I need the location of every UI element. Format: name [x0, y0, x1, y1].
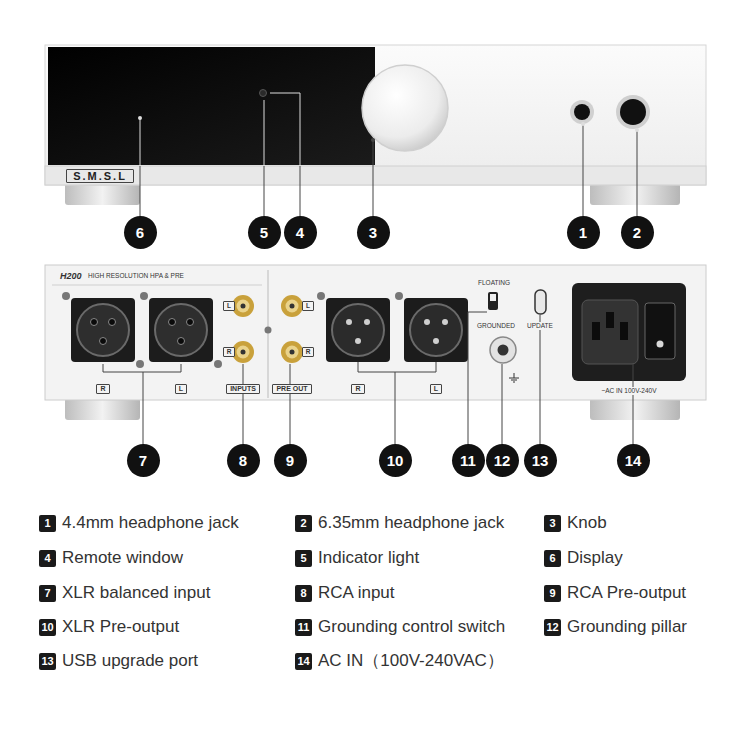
channel-label: R [351, 384, 364, 394]
legend-text: 4.4mm headphone jack [62, 513, 239, 533]
legend-number: 9 [544, 585, 561, 602]
legend-text: 6.35mm headphone jack [318, 513, 504, 533]
number-text: 8 [300, 588, 306, 599]
number-text: 14 [625, 453, 642, 468]
number-text: 8 [239, 453, 247, 468]
port-label: INPUTS [226, 384, 260, 394]
callout-number: 12 [486, 444, 519, 477]
channel-label: R [96, 384, 109, 394]
channel-label: L [175, 384, 187, 394]
legend-text: RCA input [318, 583, 395, 603]
legend-text: XLR balanced input [62, 583, 210, 603]
brand-logo: S.M.S.L [66, 169, 134, 184]
number-text: 6 [549, 553, 555, 564]
callout-number: 2 [621, 216, 654, 249]
legend-text: RCA Pre-output [567, 583, 686, 603]
legend-text: XLR Pre-output [62, 617, 179, 637]
callout-number: 8 [227, 444, 260, 477]
number-text: 4 [296, 225, 304, 240]
legend-number: 3 [544, 515, 561, 532]
number-text: 4 [44, 553, 50, 564]
legend-text: Grounding pillar [567, 617, 687, 637]
number-text: 1 [579, 225, 587, 240]
number-text: 2 [300, 518, 306, 529]
number-text: 10 [41, 622, 53, 633]
number-text: 13 [41, 656, 53, 667]
port-label: UPDATE [525, 322, 555, 329]
number-text: 3 [369, 225, 377, 240]
number-text: 12 [546, 622, 558, 633]
switch-label: GROUNDED [475, 322, 517, 329]
number-text: 7 [44, 588, 50, 599]
callout-number: 3 [357, 216, 390, 249]
channel-tag: R [223, 347, 236, 356]
number-text: 11 [460, 453, 476, 468]
callout-number: 1 [567, 216, 600, 249]
callout-number: 5 [248, 216, 281, 249]
model-name: H200 [58, 271, 84, 281]
number-text: 14 [297, 656, 309, 667]
legend-number: 2 [295, 515, 312, 532]
channel-tag: R [302, 347, 315, 356]
legend-number: 4 [39, 550, 56, 567]
legend-text: USB upgrade port [62, 651, 198, 671]
panel-title: HIGH RESOLUTION HPA & PRE [86, 272, 186, 279]
number-text: 13 [532, 453, 549, 468]
number-text: 3 [549, 518, 555, 529]
callout-number: 10 [379, 444, 412, 477]
legend-number: 5 [295, 550, 312, 567]
legend-number: 10 [39, 619, 56, 636]
number-text: 10 [387, 453, 404, 468]
legend-number: 12 [544, 619, 561, 636]
callout-number: 9 [274, 444, 307, 477]
callout-number: 11 [452, 444, 485, 477]
legend-number: 11 [295, 619, 312, 636]
legend-number: 8 [295, 585, 312, 602]
legend-number: 7 [39, 585, 56, 602]
number-text: 7 [139, 453, 147, 468]
legend-text: Grounding control switch [318, 617, 505, 637]
number-text: 12 [494, 453, 511, 468]
legend-text: Indicator light [318, 548, 419, 568]
callout-number: 7 [127, 444, 160, 477]
legend-number: 14 [295, 653, 312, 670]
legend-text: Remote window [62, 548, 183, 568]
number-text: 5 [260, 225, 268, 240]
port-label: PRE OUT [272, 384, 311, 394]
number-text: 9 [286, 453, 294, 468]
number-text: 6 [136, 225, 144, 240]
power-label: ~AC IN 100V-240V [599, 387, 658, 394]
number-text: 11 [298, 622, 310, 633]
callout-number: 6 [124, 216, 157, 249]
legend-number: 13 [39, 653, 56, 670]
switch-label: FLOATING [476, 279, 512, 286]
callout-number: 13 [524, 444, 557, 477]
number-text: 5 [300, 553, 306, 564]
number-text: 9 [549, 588, 555, 599]
legend-number: 6 [544, 550, 561, 567]
number-text: 2 [633, 225, 641, 240]
legend-text: AC IN（100V-240VAC） [318, 651, 504, 671]
legend-text: Display [567, 548, 623, 568]
callout-number: 14 [617, 444, 650, 477]
callout-number: 4 [284, 216, 317, 249]
legend-number: 1 [39, 515, 56, 532]
legend-text: Knob [567, 513, 607, 533]
channel-tag: L [302, 301, 314, 310]
channel-tag: L [223, 301, 235, 310]
number-text: 1 [44, 518, 50, 529]
channel-label: L [430, 384, 442, 394]
